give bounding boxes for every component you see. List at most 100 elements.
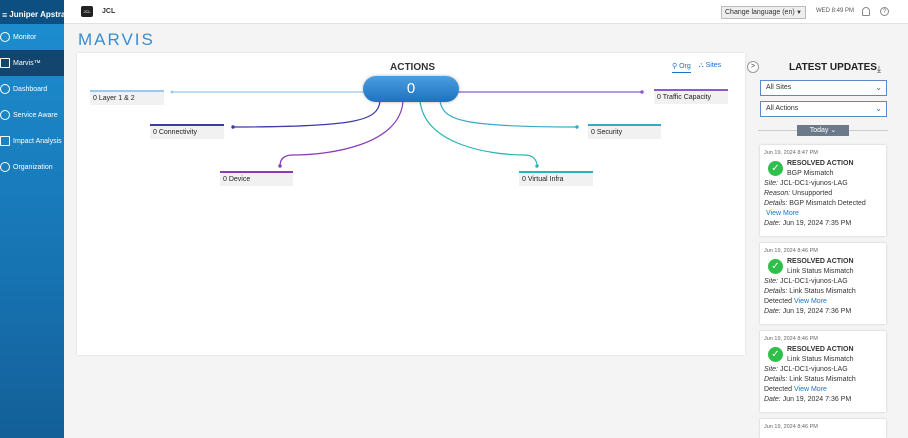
chevron-down-icon: ⌄	[830, 127, 837, 134]
sidebar-item-label: Impact Analysis	[13, 137, 62, 145]
date-label: Date:	[764, 308, 781, 315]
actions-count-pill[interactable]: 0	[363, 76, 459, 102]
brand-name: Juniper Apstra	[9, 10, 66, 19]
update-card[interactable]: Jun 19, 2024 8:46 PM ✓ RESOLVED ACTION L…	[760, 243, 886, 324]
update-card[interactable]: Jun 19, 2024 8:46 PM ✓ RESOLVED ACTION L…	[760, 331, 886, 412]
reason-label: Reason:	[764, 190, 791, 197]
check-circle-icon: ✓	[768, 347, 783, 362]
update-status: RESOLVED ACTION	[787, 160, 854, 167]
update-head: ✓ RESOLVED ACTION BGP Mismatch	[764, 159, 882, 179]
update-time: Jun 19, 2024 8:47 PM	[764, 150, 818, 156]
category-security[interactable]: 0 Security	[588, 124, 661, 139]
org-name: JCL	[102, 8, 116, 15]
details-value: Link Status Mismatch	[789, 376, 856, 383]
collapse-panel-button[interactable]: >	[747, 61, 759, 73]
org-icon: ⚲	[672, 63, 680, 70]
actions-title: ACTIONS	[390, 62, 435, 73]
monitor-icon	[0, 32, 10, 42]
view-more-link[interactable]: View More	[793, 298, 827, 305]
update-date: Date: Jun 19, 2024 7:36 PM	[764, 395, 882, 405]
update-date: Date: Jun 19, 2024 7:36 PM	[764, 307, 882, 317]
date-value: Jun 19, 2024 7:36 PM	[782, 396, 852, 403]
sidebar-item-impact-analysis[interactable]: Impact Analysis	[0, 128, 64, 154]
update-time: Jun 19, 2024 8:46 PM	[764, 248, 818, 254]
view-more-link[interactable]: View More	[766, 210, 799, 217]
language-select[interactable]: Change language (en) ▼	[721, 6, 806, 19]
chevron-down-icon: ⌄	[875, 83, 882, 92]
caret-down-icon: ▼	[796, 10, 802, 16]
clock: WED 8:49 PM	[816, 8, 855, 14]
brand-logo[interactable]: ≡ Juniper Apstra	[0, 0, 66, 24]
download-icon[interactable]: ⤓	[877, 64, 881, 74]
category-traffic-capacity[interactable]: 0 Traffic Capacity	[654, 89, 728, 104]
sidebar-item-label: Marvis™	[13, 59, 41, 67]
update-site: Site: JCL-DC1-vjunos-LAG	[764, 179, 882, 189]
site-filter-select[interactable]: All Sites ⌄	[760, 80, 887, 96]
top-bar: JCL JCL Change language (en) ▼ WED 8:49 …	[64, 0, 908, 24]
sidebar-item-dashboard[interactable]: Dashboard	[0, 76, 64, 102]
update-details: Details: Link Status Mismatch	[764, 287, 882, 297]
category-device[interactable]: 0 Device	[220, 171, 293, 186]
site-filter-value: All Sites	[766, 84, 792, 91]
action-filter-select[interactable]: All Actions ⌄	[760, 101, 887, 117]
day-selector[interactable]: Today ⌄	[797, 125, 849, 136]
update-card[interactable]: Jun 19, 2024 8:46 PM	[760, 419, 886, 438]
date-value: Jun 19, 2024 7:35 PM	[782, 220, 852, 227]
site-label: Site:	[764, 180, 779, 187]
org-badge-label: JCL	[83, 9, 91, 14]
check-circle-icon: ✓	[768, 259, 783, 274]
update-site: Site: JCL-DC1-vjunos-LAG	[764, 365, 882, 375]
sidebar-item-label: Monitor	[13, 33, 37, 41]
tab-org[interactable]: ⚲ Org	[672, 62, 691, 73]
reason-value: Unsupported	[792, 190, 833, 197]
page-title: MARVIS	[78, 30, 155, 49]
update-site: Site: JCL-DC1-vjunos-LAG	[764, 277, 882, 287]
update-type: BGP Mismatch	[787, 170, 834, 177]
details-value-cont: Detected	[764, 386, 793, 393]
tab-sites[interactable]: ⛬ Sites	[699, 62, 721, 73]
help-icon[interactable]: ?	[880, 7, 889, 16]
update-type: Link Status Mismatch	[787, 356, 854, 363]
details-value: BGP Mismatch Detected	[789, 200, 866, 207]
category-virtual-infra[interactable]: 0 Virtual Infra	[519, 171, 593, 186]
service-aware-icon	[0, 110, 10, 120]
organization-icon	[0, 162, 10, 172]
site-label: Site:	[764, 366, 779, 373]
view-tabs: ⚲ Org ⛬ Sites	[672, 62, 721, 73]
actions-card	[77, 53, 745, 355]
date-label: Date:	[764, 220, 781, 227]
category-connectivity[interactable]: 0 Connectivity	[150, 124, 224, 139]
sidebar-item-marvis[interactable]: Marvis™	[0, 50, 64, 76]
update-status: RESOLVED ACTION	[787, 258, 854, 265]
date-value: Jun 19, 2024 7:36 PM	[782, 308, 852, 315]
update-type: Link Status Mismatch	[787, 268, 854, 275]
sidebar-item-organization[interactable]: Organization	[0, 154, 64, 180]
site-value: JCL-DC1-vjunos-LAG	[779, 366, 848, 373]
org-badge[interactable]: JCL	[81, 6, 93, 17]
details-label: Details:	[764, 200, 788, 207]
juniper-logo-icon: ≡	[2, 9, 8, 20]
dashboard-icon	[0, 84, 10, 94]
date-label: Date:	[764, 396, 781, 403]
update-card[interactable]: Jun 19, 2024 8:47 PM ✓ RESOLVED ACTION B…	[760, 145, 886, 236]
user-icon[interactable]	[862, 7, 870, 16]
details-value: Link Status Mismatch	[789, 288, 856, 295]
chevron-down-icon: ⌄	[875, 104, 882, 113]
site-label: Site:	[764, 278, 779, 285]
update-details: Details: BGP Mismatch Detected	[764, 199, 882, 209]
action-filter-value: All Actions	[766, 105, 799, 112]
update-status: RESOLVED ACTION	[787, 346, 854, 353]
sites-icon: ⛬	[698, 62, 706, 69]
sidebar-item-label: Organization	[13, 163, 53, 171]
sidebar-item-monitor[interactable]: Monitor	[0, 24, 64, 50]
sidebar-item-service-aware[interactable]: Service Aware	[0, 102, 64, 128]
tab-org-label: Org	[679, 63, 691, 70]
language-select-label: Change language (en)	[725, 9, 795, 16]
sidebar-item-label: Service Aware	[13, 111, 58, 119]
day-selector-label: Today	[809, 127, 829, 134]
marvis-icon	[0, 58, 10, 68]
update-details: Details: Link Status Mismatch	[764, 375, 882, 385]
category-layer-1-2[interactable]: 0 Layer 1 & 2	[90, 90, 164, 105]
view-more-link[interactable]: View More	[793, 386, 827, 393]
